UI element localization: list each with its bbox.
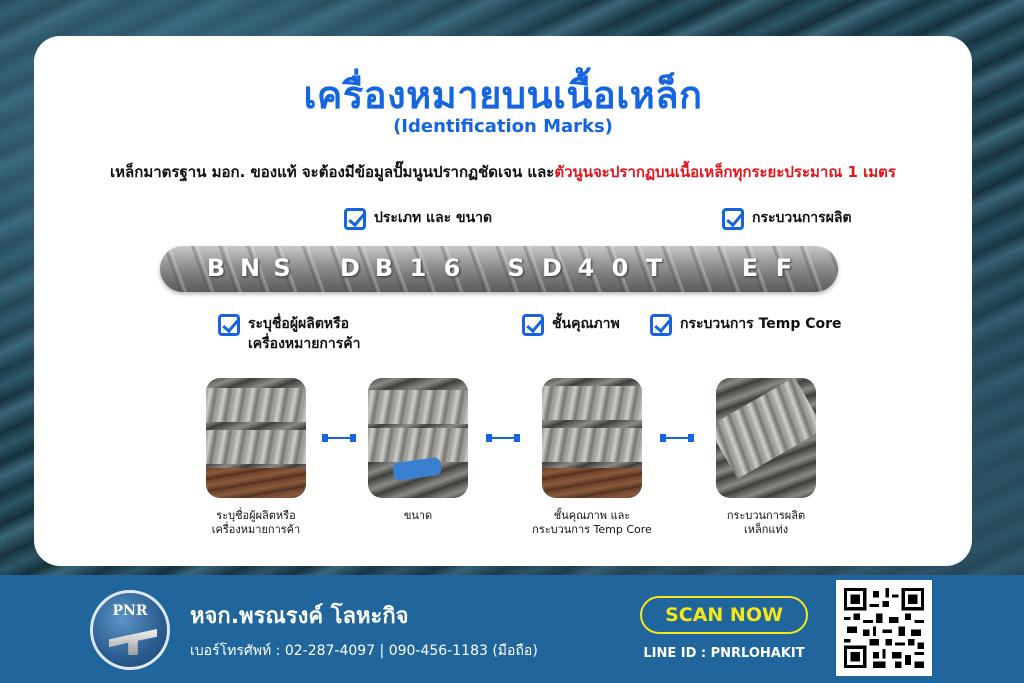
photo-caption-line1: ระบุชื่อผู้ผลิตหรือ	[216, 509, 296, 522]
label-manufacturer-line1: ระบุชื่อผู้ผลิตหรือ	[248, 316, 350, 332]
bar-mark: S	[507, 254, 525, 282]
photo-caption: ขนาด	[343, 509, 493, 523]
photo-caption: ชั้นคุณภาพ และ กระบวนการ Temp Core	[517, 509, 667, 537]
phone-numbers: เบอร์โทรศัพท์ : 02-287-4097 | 090-456-11…	[190, 643, 538, 659]
logo: PNR	[90, 590, 170, 670]
label-manufacturer-text: ระบุชื่อผู้ผลิตหรือ เครื่องหมายการค้า	[248, 314, 361, 354]
bar-mark: E	[741, 254, 759, 282]
label-grade-text: ชั้นคุณภาพ	[552, 316, 620, 332]
photo-caption-line1: กระบวนการผลิต	[726, 509, 806, 522]
photo-caption-line2: เหล็กแท่ง	[743, 523, 789, 536]
bar-mark: 0	[611, 254, 629, 282]
qr-code-image	[844, 588, 924, 668]
bar-mark: 4	[577, 254, 595, 282]
label-temp-core: กระบวนการ Temp Core	[650, 314, 842, 336]
line-id: LINE ID : PNRLOHAKIT	[643, 646, 805, 661]
bar-mark: N	[239, 254, 261, 282]
label-grade: ชั้นคุณภาพ	[522, 314, 620, 336]
photo-size	[368, 378, 468, 498]
label-process-text: กระบวนการผลิต	[752, 210, 852, 226]
photo-caption: ระบุชื่อผู้ผลิตหรือ เครื่องหมายการค้า	[181, 509, 331, 537]
checkbox-icon	[522, 314, 544, 336]
logo-text: PNR	[112, 603, 148, 619]
bar-mark: 1	[409, 254, 427, 282]
photo-grade	[542, 378, 642, 498]
bar-mark: B	[374, 254, 394, 282]
bar-mark: T	[645, 254, 663, 282]
qr-code[interactable]	[836, 580, 932, 676]
company-name: หจก.พรณรงค์ โลหะกิจ	[190, 604, 409, 629]
rebar-illustration: B N S D B 1 6 S D 4 0 T E F	[160, 246, 838, 292]
label-temp-core-text: กระบวนการ Temp Core	[680, 316, 842, 332]
photo-caption-line2: กระบวนการ Temp Core	[532, 523, 652, 536]
steel-beam-icon	[109, 629, 157, 655]
photo-manufacturer	[206, 378, 306, 498]
checkbox-icon	[344, 208, 366, 230]
photo-caption-line1: ขนาด	[403, 509, 433, 522]
photo-caption-line2: เครื่องหมายการค้า	[211, 523, 301, 536]
label-process: กระบวนการผลิต	[722, 208, 852, 230]
photo-caption-line1: ชั้นคุณภาพ และ	[553, 509, 631, 522]
connector-icon	[660, 434, 694, 442]
bar-mark: D	[340, 254, 360, 282]
connector-icon	[322, 434, 356, 442]
scan-now-button[interactable]: SCAN NOW	[640, 596, 808, 634]
checkbox-icon	[650, 314, 672, 336]
page-subtitle: (Identification Marks)	[393, 116, 613, 137]
description-highlight: ตัวนูนจะปรากฏบนเนื้อเหล็กทุกระยะประมาณ 1…	[554, 163, 896, 181]
content-card: เครื่องหมายบนเนื้อเหล็ก (Identification …	[34, 36, 972, 566]
connector-icon	[486, 434, 520, 442]
label-type-size-text: ประเภท และ ขนาด	[374, 210, 493, 226]
description-text: เหล็กมาตรฐาน มอก. ของแท้ จะต้องมีข้อมูลป…	[110, 163, 555, 181]
bar-mark: B	[206, 254, 226, 282]
bar-mark: D	[542, 254, 562, 282]
photo-caption: กระบวนการผลิต เหล็กแท่ง	[691, 509, 841, 537]
label-type-size: ประเภท และ ขนาด	[344, 208, 492, 230]
label-manufacturer: ระบุชื่อผู้ผลิตหรือ เครื่องหมายการค้า	[218, 314, 361, 354]
bar-mark: S	[273, 254, 291, 282]
photo-process	[716, 378, 816, 498]
checkbox-icon	[218, 314, 240, 336]
bar-mark: 6	[443, 254, 461, 282]
label-manufacturer-line2: เครื่องหมายการค้า	[248, 336, 361, 352]
bar-mark: F	[775, 254, 793, 282]
checkbox-icon	[722, 208, 744, 230]
page-title: เครื่องหมายบนเนื้อเหล็ก	[303, 73, 703, 117]
description: เหล็กมาตรฐาน มอก. ของแท้ จะต้องมีข้อมูลป…	[34, 160, 972, 184]
